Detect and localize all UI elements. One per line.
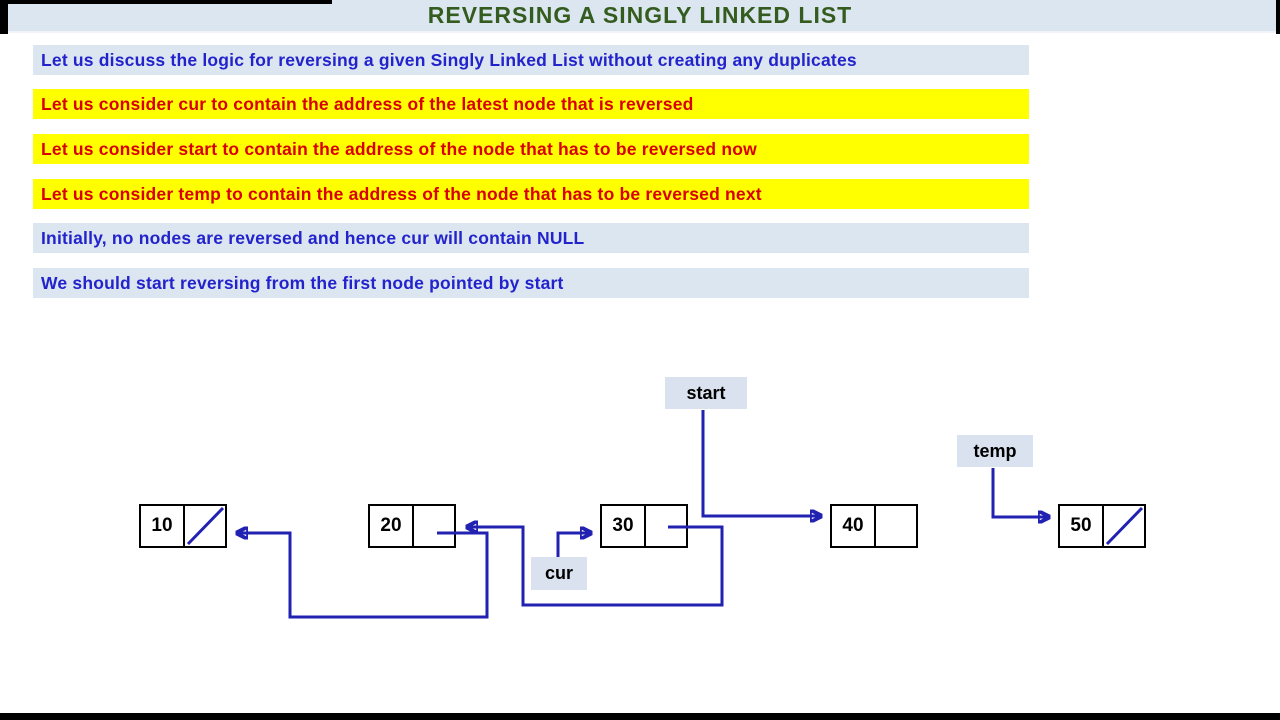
video-edge-bottom xyxy=(0,713,1280,720)
node-20-value: 20 xyxy=(370,506,414,546)
null-slash-icon xyxy=(1105,506,1144,546)
null-slash-icon xyxy=(186,506,225,546)
node-20-pointer-cell xyxy=(414,506,454,546)
info-bar-intro: Let us discuss the logic for reversing a… xyxy=(33,45,1029,75)
node-50-pointer-cell xyxy=(1104,506,1144,546)
node-30: 30 xyxy=(600,504,688,548)
node-40-pointer-cell xyxy=(876,506,916,546)
info-bar-cur: Let us consider cur to contain the addre… xyxy=(33,89,1029,119)
node-10-value: 10 xyxy=(141,506,185,546)
node-30-pointer-cell xyxy=(646,506,686,546)
page-title: REVERSING A SINGLY LINKED LIST xyxy=(427,2,853,28)
node-50: 50 xyxy=(1058,504,1146,548)
video-edge-right xyxy=(1276,0,1280,34)
node-50-value: 50 xyxy=(1060,506,1104,546)
pointer-label-start: start xyxy=(665,377,747,409)
node-40: 40 xyxy=(830,504,918,548)
video-edge-left xyxy=(0,0,8,34)
node-20: 20 xyxy=(368,504,456,548)
arrow-temp-to-node50 xyxy=(991,468,1048,517)
node-10: 10 xyxy=(139,504,227,548)
info-bar-start: Let us consider start to contain the add… xyxy=(33,134,1029,164)
info-bar-first-node: We should start reversing from the first… xyxy=(33,268,1029,298)
info-bar-temp: Let us consider temp to contain the addr… xyxy=(33,179,1029,209)
node-30-value: 30 xyxy=(602,506,646,546)
node-40-value: 40 xyxy=(832,506,876,546)
pointer-label-temp: temp xyxy=(957,435,1033,467)
node-10-pointer-cell xyxy=(185,506,225,546)
video-edge-top xyxy=(0,0,332,4)
title-bar: REVERSING A SINGLY LINKED LIST xyxy=(0,0,1280,33)
arrow-cur-to-node30 xyxy=(556,533,590,557)
arrow-start-to-node40 xyxy=(701,410,820,516)
info-bar-initially: Initially, no nodes are reversed and hen… xyxy=(33,223,1029,253)
pointer-label-cur: cur xyxy=(531,557,587,590)
